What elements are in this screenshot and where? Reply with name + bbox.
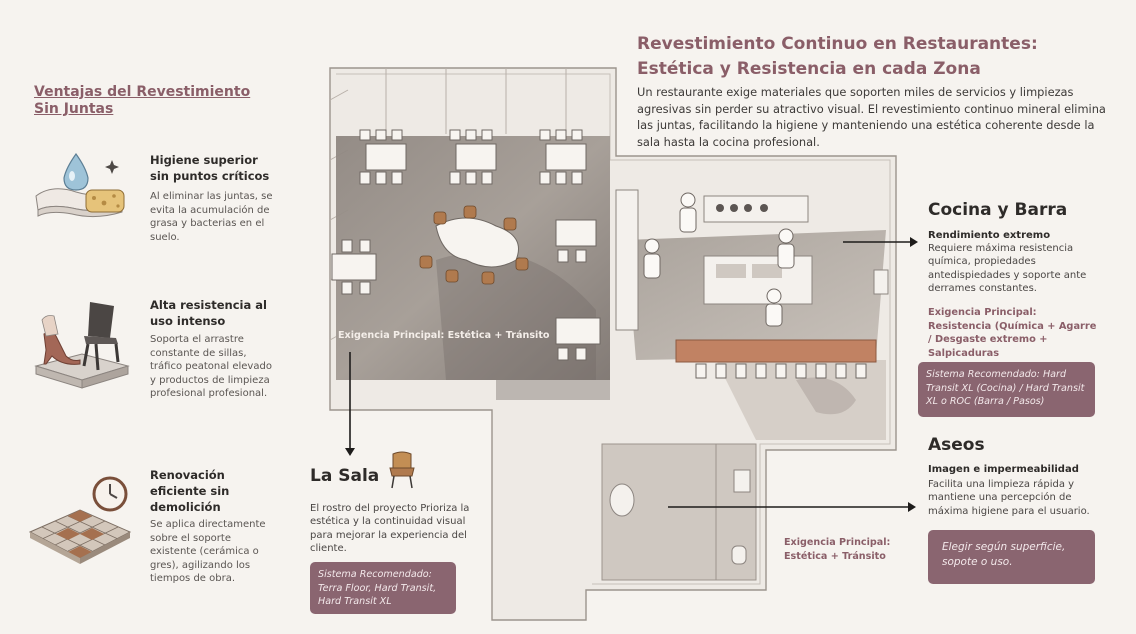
sidebar-title: Ventajas del Revestimiento Sin Juntas xyxy=(34,84,251,117)
cocina-subtitle: Rendimiento extremo xyxy=(928,230,1051,241)
feature-title: Renovación eficiente sin demolición xyxy=(150,468,230,514)
feature-text: Soporta el arrastre constante de sillas,… xyxy=(150,334,272,400)
feature-title: Alta resistencia al uso intenso xyxy=(150,298,267,328)
aseos-text: Facilita una limpieza rápida y mantiene … xyxy=(928,479,1090,517)
aseos-title: Aseos xyxy=(928,435,985,455)
sala-plan-label: Exigencia Principal: Estética + Tránsito xyxy=(338,330,550,341)
aseos-subtitle: Imagen e impermeabilidad xyxy=(928,464,1079,475)
sala-system-box: Sistema Recomendado: Terra Floor, Hard T… xyxy=(310,562,456,614)
armchair-icon xyxy=(388,450,416,494)
feature-title: Higiene superior sin puntos críticos xyxy=(150,153,270,183)
restaurant-floor-plan xyxy=(296,60,916,630)
sala-title: La Sala xyxy=(310,466,380,486)
aseos-system-box: Elegir según superficie, sopote o uso. xyxy=(928,530,1095,584)
page-description: Un restaurante exige materiales que sopo… xyxy=(637,85,1106,149)
page-title: Revestimiento Continuo en Restaurantes: … xyxy=(637,34,1038,79)
chair-heel-icon xyxy=(32,300,130,389)
sala-text: El rostro del proyecto Prioriza la estét… xyxy=(310,503,470,554)
water-drop-sponge-icon xyxy=(32,148,130,228)
feature-text: Se aplica directamente sobre el soporte … xyxy=(150,519,266,585)
aseos-plan-label: Exigencia Principal: Estética + Tránsito xyxy=(784,537,891,562)
cocina-requirement: Exigencia Principal: Resistencia (Químic… xyxy=(928,307,1097,359)
cocina-system-box: Sistema Recomendado: Hard Transit XL (Co… xyxy=(918,362,1095,417)
cocina-title: Cocina y Barra xyxy=(928,200,1068,220)
clock-tiles-icon xyxy=(28,472,132,564)
cocina-text: Requiere máxima resistencia química, pro… xyxy=(928,243,1087,294)
feature-text: Al eliminar las juntas, se evita la acum… xyxy=(150,191,273,243)
